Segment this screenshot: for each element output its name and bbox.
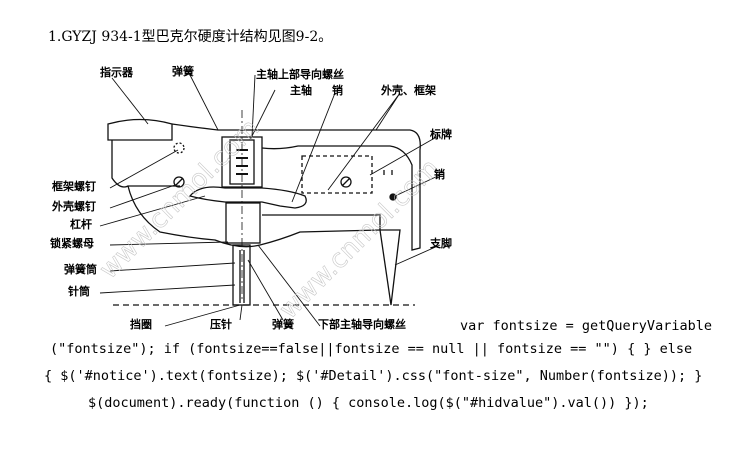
label-upper-guide-screw: 主轴上部导向螺丝 [256,68,344,81]
label-spindle: 主轴 [290,84,312,97]
label-lock-nut: 锁紧螺母 [50,237,94,250]
label-frame-screw: 框架螺钉 [52,180,96,193]
heading: 1.GYZJ 934-1型巴克尔硬度计结构见图9-2。 [48,29,333,45]
label-spring-barrel: 弹簧筒 [64,263,97,276]
indicator-dome [107,118,173,141]
label-pin-right: 销 [434,168,445,181]
label-lower-guide-screw: 下部主轴导向螺丝 [318,318,406,331]
label-pin-top: 销 [332,84,343,97]
label-housing-frame: 外壳、框架 [381,84,436,97]
label-nameplate: 标牌 [430,128,452,141]
needle-barrel-shape [232,244,251,306]
body-outline [171,123,421,251]
code-line-4: $(document).ready(function () { console.… [88,395,649,411]
label-indicator: 指示器 [100,66,133,79]
code-line-3: { $('#notice').text(fontsize); $('#Detai… [44,368,703,384]
label-lever: 杠杆 [70,218,92,231]
code-line-1: var fontsize = getQueryVariable [460,318,712,334]
label-leg: 支脚 [430,237,452,250]
code-line-2: ("fontsize"); if (fontsize==false||fonts… [50,341,693,357]
leg-shape [379,229,401,306]
label-needle-barrel: 针筒 [68,285,90,298]
label-retaining-ring: 挡圈 [130,318,152,331]
label-spring-bottom: 弹簧 [272,318,294,331]
label-indenter: 压针 [210,318,232,331]
label-spring-top: 弹簧 [172,65,194,78]
label-housing-screw: 外壳螺钉 [52,200,96,213]
